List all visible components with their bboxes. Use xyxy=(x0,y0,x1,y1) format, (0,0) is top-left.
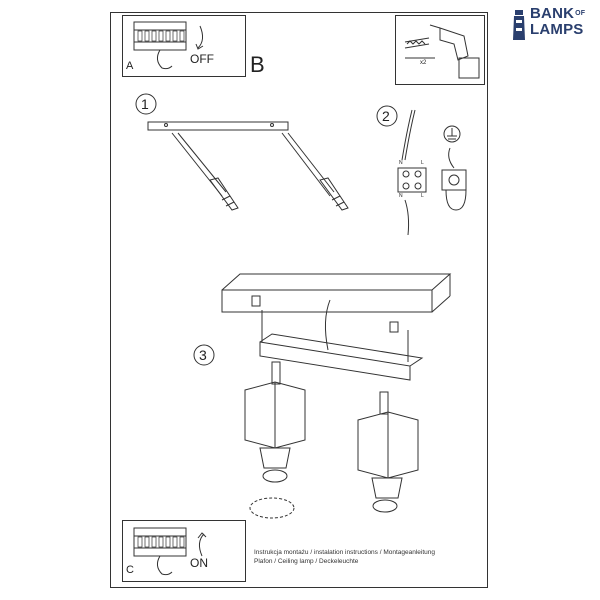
panel-b-tools xyxy=(395,15,485,85)
step2-number: 2 xyxy=(382,108,390,124)
logo-text: BANKOF LAMPS xyxy=(530,6,585,38)
panel-a-letter: A xyxy=(126,60,134,72)
instruction-sheet xyxy=(110,12,488,588)
panel-c-letter: C xyxy=(126,564,134,576)
anchor-right xyxy=(281,132,349,211)
wire-n-bottom: N xyxy=(399,193,403,199)
step3-circle xyxy=(193,344,215,366)
mounting-bar xyxy=(147,121,289,131)
panel-c xyxy=(122,520,246,582)
wire-n-top: N xyxy=(399,160,403,166)
step3-number: 3 xyxy=(199,347,207,363)
anchor-count: x2 xyxy=(420,60,427,66)
ground-terminal-icon xyxy=(441,125,467,211)
step1-circle xyxy=(135,93,157,115)
wall-anchor-icon xyxy=(404,37,435,59)
lamp-base xyxy=(259,299,424,381)
logo-line2: LAMPS xyxy=(530,21,584,38)
off-label: OFF xyxy=(190,52,214,66)
drill-icon xyxy=(429,24,480,79)
logo-of: OF xyxy=(575,10,586,17)
terminal-block xyxy=(397,109,427,236)
wire-l-bottom: L xyxy=(421,193,424,199)
caption-line2: Plafon / Ceiling lamp / Deckeleuchte xyxy=(254,558,359,565)
caption-line1: Instrukcja montażu / instalation instruc… xyxy=(254,549,436,556)
fuse-box-on-icon xyxy=(133,527,207,576)
spotlight-right xyxy=(357,391,419,513)
step2-circle xyxy=(376,105,398,127)
panel-b-letter: B xyxy=(250,52,265,77)
panel-a xyxy=(122,15,246,77)
brand-logo: BANKOF LAMPS xyxy=(510,6,600,42)
anchor-left xyxy=(171,132,239,211)
spotlight-left xyxy=(244,361,306,519)
wire-l-top: L xyxy=(421,160,424,166)
caption: Instrukcja montażu / instalation instruc… xyxy=(254,548,435,566)
fuse-box-off-icon xyxy=(133,21,204,70)
logo-line1: BANK xyxy=(530,5,575,22)
step1-number: 1 xyxy=(141,96,149,112)
on-label: ON xyxy=(190,556,208,570)
lighthouse-icon xyxy=(513,10,525,40)
ceiling-plate xyxy=(221,273,452,333)
